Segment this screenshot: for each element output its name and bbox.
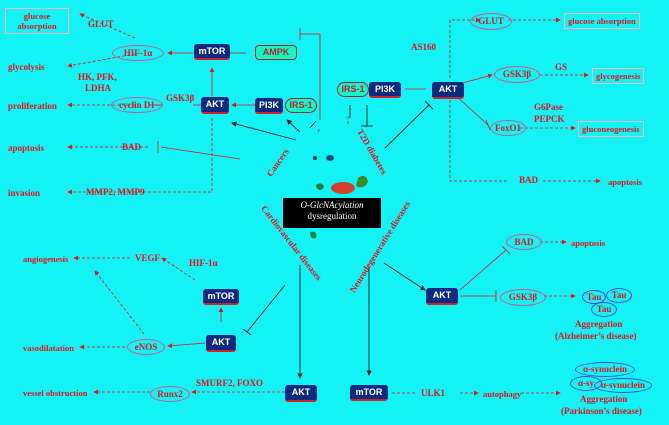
outcome-apoptosis-diabetes: apoptosis — [608, 177, 643, 187]
node-cyclin-d1: cyclin D1 — [111, 97, 163, 113]
outcome-vasodilatation: vasodilatation — [23, 343, 75, 353]
label-as160: AS160 — [411, 42, 437, 52]
label-gs: GS — [555, 62, 568, 72]
node-synuclein-1: α-synuclein — [575, 362, 635, 377]
node-akt-diabetes: AKT — [432, 82, 464, 99]
node-mtor-cardio: mTOR — [203, 289, 239, 305]
label-glut-cancer: GLUT — [88, 19, 114, 29]
node-synuclein-3: α-synuclein — [594, 378, 652, 393]
outcome-glucose-absorption: glucose absorption — [5, 8, 69, 34]
node-bad-neuro: BAD — [506, 234, 542, 250]
node-enos: eNOS — [127, 339, 165, 355]
outcome-glycolysis: glycolysis — [8, 62, 45, 72]
outcome-autophagy: autophagy — [483, 389, 522, 399]
label-smurf-foxo: SMURF2, FOXO — [196, 378, 263, 388]
node-glut-diabetes: GLUT — [470, 13, 512, 30]
node-akt-cardio-2: AKT — [285, 385, 317, 402]
label-parkinsons: (Parkinson’s disease) — [561, 406, 642, 416]
label-ulk1: ULK1 — [421, 388, 446, 398]
outcome-invasion: invasion — [8, 188, 41, 198]
outcome-proliferation: proliferation — [8, 101, 57, 111]
node-gsk-neuro: GSK3β — [500, 289, 546, 306]
label-bad-diabetes: BAD — [519, 175, 539, 185]
outcome-glucose-line1: glucose — [23, 11, 51, 21]
label-mmp: MMP2, MMP9 — [86, 187, 145, 197]
center-line1: O-GlcNAcylation — [300, 200, 364, 210]
node-akt-cancer: AKT — [201, 97, 229, 114]
label-hk-pfk: HK, PFK, — [78, 72, 117, 82]
outcome-apoptosis-cancer: apoptosis — [8, 143, 45, 153]
outcome-angiogenesis: angiogenesis — [23, 254, 69, 264]
label-hif-cardio: HIF-1α — [189, 258, 218, 268]
node-ampk: AMPK — [255, 45, 297, 60]
node-mtor-neuro: mTOR — [350, 385, 388, 401]
node-gsk-diabetes: GSK3β — [494, 66, 540, 83]
label-ldha: LDHA — [85, 83, 112, 93]
node-akt-neuro: AKT — [426, 288, 458, 305]
outcome-glycogenesis: glycogenesis — [592, 68, 645, 84]
organ-icons — [310, 155, 368, 239]
node-pi3k-cancer: PI3K — [255, 98, 283, 114]
node-tau-2: Tau — [606, 288, 632, 303]
node-hif-cancer: HIF-1α — [112, 45, 164, 61]
outcome-glucose-line2: absorption — [17, 21, 57, 31]
label-aggregation-alz: Aggregation — [575, 319, 623, 329]
label-gsk-cancer: GSK3β — [166, 93, 195, 103]
outcome-apoptosis-neuro: apoptosis — [571, 238, 606, 248]
outcome-gluconeogenesis: gluconeogenesis — [578, 121, 644, 137]
node-runx2: Runx2 — [150, 386, 190, 402]
center-node: O-GlcNAcylation dysregulation — [283, 198, 381, 228]
label-pepck: PEPCK — [534, 114, 565, 124]
label-bad-cancer: BAD — [122, 142, 142, 152]
node-akt-cardio: AKT — [206, 335, 236, 352]
outcome-glucose-absorption-diabetes: glucose absorption — [564, 13, 640, 29]
node-irs1-diabetes: IRS-1 — [337, 82, 369, 97]
node-foxo1: FoxO1 — [490, 120, 526, 136]
label-alzheimers: (Alzheimer’s disease) — [555, 331, 637, 341]
label-g6pase: G6Pase — [534, 102, 563, 112]
node-tau-3: Tau — [591, 302, 617, 317]
label-vegf: VEGF — [135, 253, 161, 263]
node-mtor-cancer: mTOR — [194, 44, 230, 60]
node-irs1-cancer: IRS-1 — [285, 98, 317, 113]
outcome-vessel-obstruction: vessel obstruction — [23, 388, 88, 398]
node-pi3k-diabetes: PI3K — [369, 82, 401, 98]
label-aggregation-park: Aggregation — [580, 394, 628, 404]
center-line2: dysregulation — [307, 211, 357, 221]
